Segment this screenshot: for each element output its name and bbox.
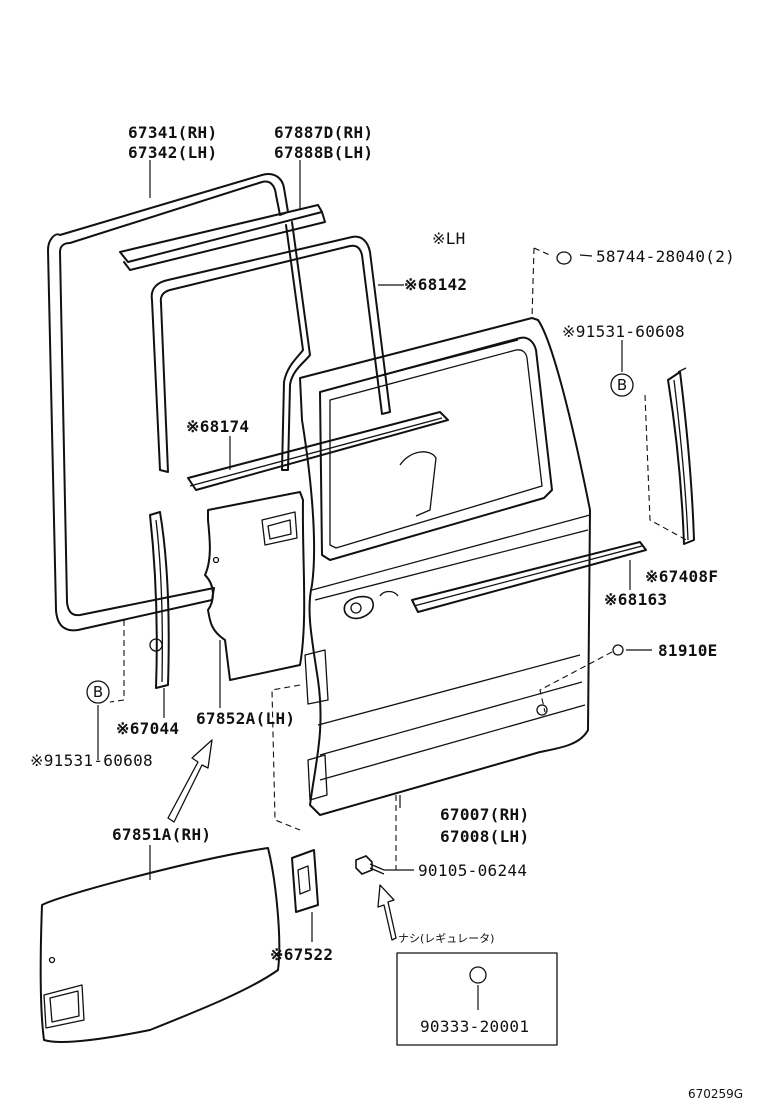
svg-text:B: B (93, 683, 103, 701)
clip-81910e (612, 644, 624, 656)
arrow-regulator (377, 884, 397, 941)
label-67408f: ※67408F (645, 567, 718, 586)
label-91531-top: ※91531-60608 (562, 322, 685, 341)
svg-text:B: B (617, 376, 627, 394)
bolt-90105 (355, 855, 385, 875)
label-81910e: 81910E (658, 641, 718, 660)
glass-run-channel (119, 204, 326, 471)
label-67522: ※67522 (270, 945, 333, 964)
label-67007: 67007(RH) (440, 805, 529, 824)
regulator-inset-box (396, 952, 558, 1046)
door-weatherstrip (47, 173, 289, 632)
diagram-code: 670259G (688, 1087, 743, 1101)
label-lh-note: ※LH (432, 229, 466, 248)
label-58744: 58744-28040(2) (596, 247, 735, 266)
pillar-trim-67044 (149, 511, 170, 689)
belt-moulding-outer (411, 541, 647, 613)
label-67888b: 67888B(LH) (274, 143, 373, 162)
label-67887d: 67887D(RH) (274, 123, 373, 142)
door-trim-board-rh (39, 847, 281, 1043)
label-67852a: 67852A(LH) (196, 709, 295, 728)
pillar-trim-67408f (667, 367, 695, 545)
label-67008: 67008(LH) (440, 827, 529, 846)
label-90105: 90105-06244 (418, 861, 527, 880)
label-67851a: 67851A(RH) (112, 825, 211, 844)
label-68174: ※68174 (186, 417, 249, 436)
label-68163: ※68163 (604, 590, 667, 609)
cover-plate-67522 (291, 849, 319, 913)
label-regulator-note: ナシ(レギュレータ) (398, 932, 494, 945)
label-67341: 67341(RH) (128, 123, 217, 142)
belt-moulding-inner (187, 411, 449, 491)
door-shell (299, 317, 591, 816)
inner-trim-lh (204, 491, 306, 681)
clip-door-lower (536, 704, 548, 716)
label-90333: 90333-20001 (420, 1017, 529, 1036)
plug-58744 (556, 251, 572, 265)
label-67044: ※67044 (116, 719, 179, 738)
marker-b-bottom: B (86, 680, 110, 704)
label-91531-bottom: ※91531-60608 (30, 751, 153, 770)
arrow-trim-up (167, 739, 213, 823)
label-68142: ※68142 (404, 275, 467, 294)
marker-b-top: B (610, 373, 634, 397)
inner-glass-weatherstrip (150, 235, 391, 473)
label-67342: 67342(LH) (128, 143, 217, 162)
